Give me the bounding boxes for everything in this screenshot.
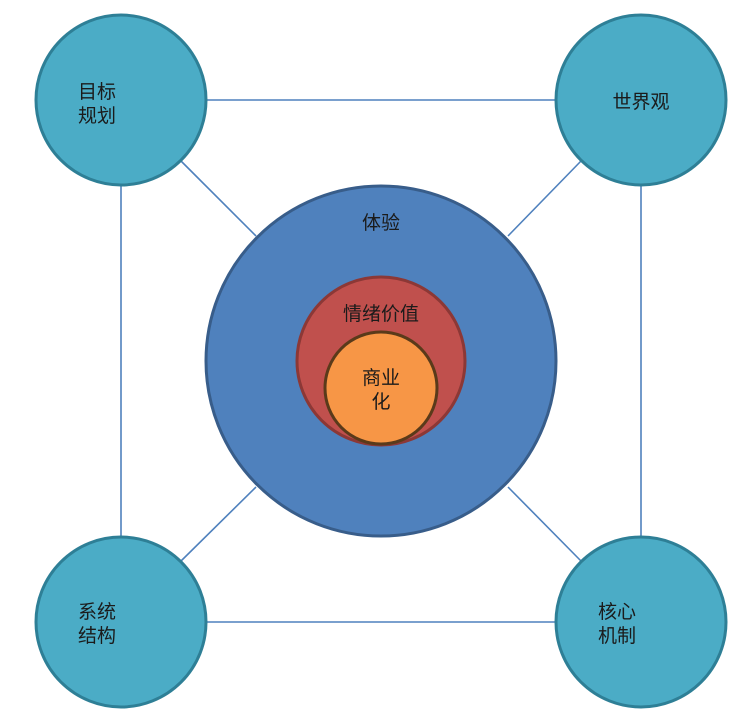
corner-circle <box>34 13 208 187</box>
corner-node-top-left: 目标 规划 <box>34 13 208 187</box>
corner-label-line1: 世界观 <box>612 91 669 113</box>
experience-label: 体验 <box>362 212 400 234</box>
corner-label-line1: 目标 <box>78 81 116 103</box>
connector-diag-bottom-right <box>507 486 582 562</box>
connector-diag-top-right <box>507 160 582 237</box>
center-node: 体验 情绪价值 商业 化 <box>204 184 558 538</box>
commercialization-label-line2: 化 <box>371 391 390 413</box>
connector-diag-bottom-left <box>180 486 257 562</box>
corner-node-top-right: 世界观 <box>554 13 728 187</box>
corner-label-line2: 机制 <box>598 625 636 647</box>
connectors <box>120 99 642 623</box>
connector-diag-top-left <box>180 160 257 237</box>
corner-circle <box>34 535 208 709</box>
emotional-value-label: 情绪价值 <box>343 303 419 325</box>
corner-circle <box>554 13 728 187</box>
corner-label-line2: 规划 <box>78 105 116 127</box>
commercialization-label-line1: 商业 <box>362 367 400 389</box>
corner-label-line1: 核心 <box>598 601 636 623</box>
corner-node-bottom-right: 核心 机制 <box>554 535 728 709</box>
corner-node-bottom-left: 系统 结构 <box>34 535 208 709</box>
corner-circle <box>554 535 728 709</box>
corner-label-line2: 结构 <box>78 625 116 647</box>
commercialization-circle <box>323 330 439 446</box>
corner-label-line1: 系统 <box>78 601 116 623</box>
